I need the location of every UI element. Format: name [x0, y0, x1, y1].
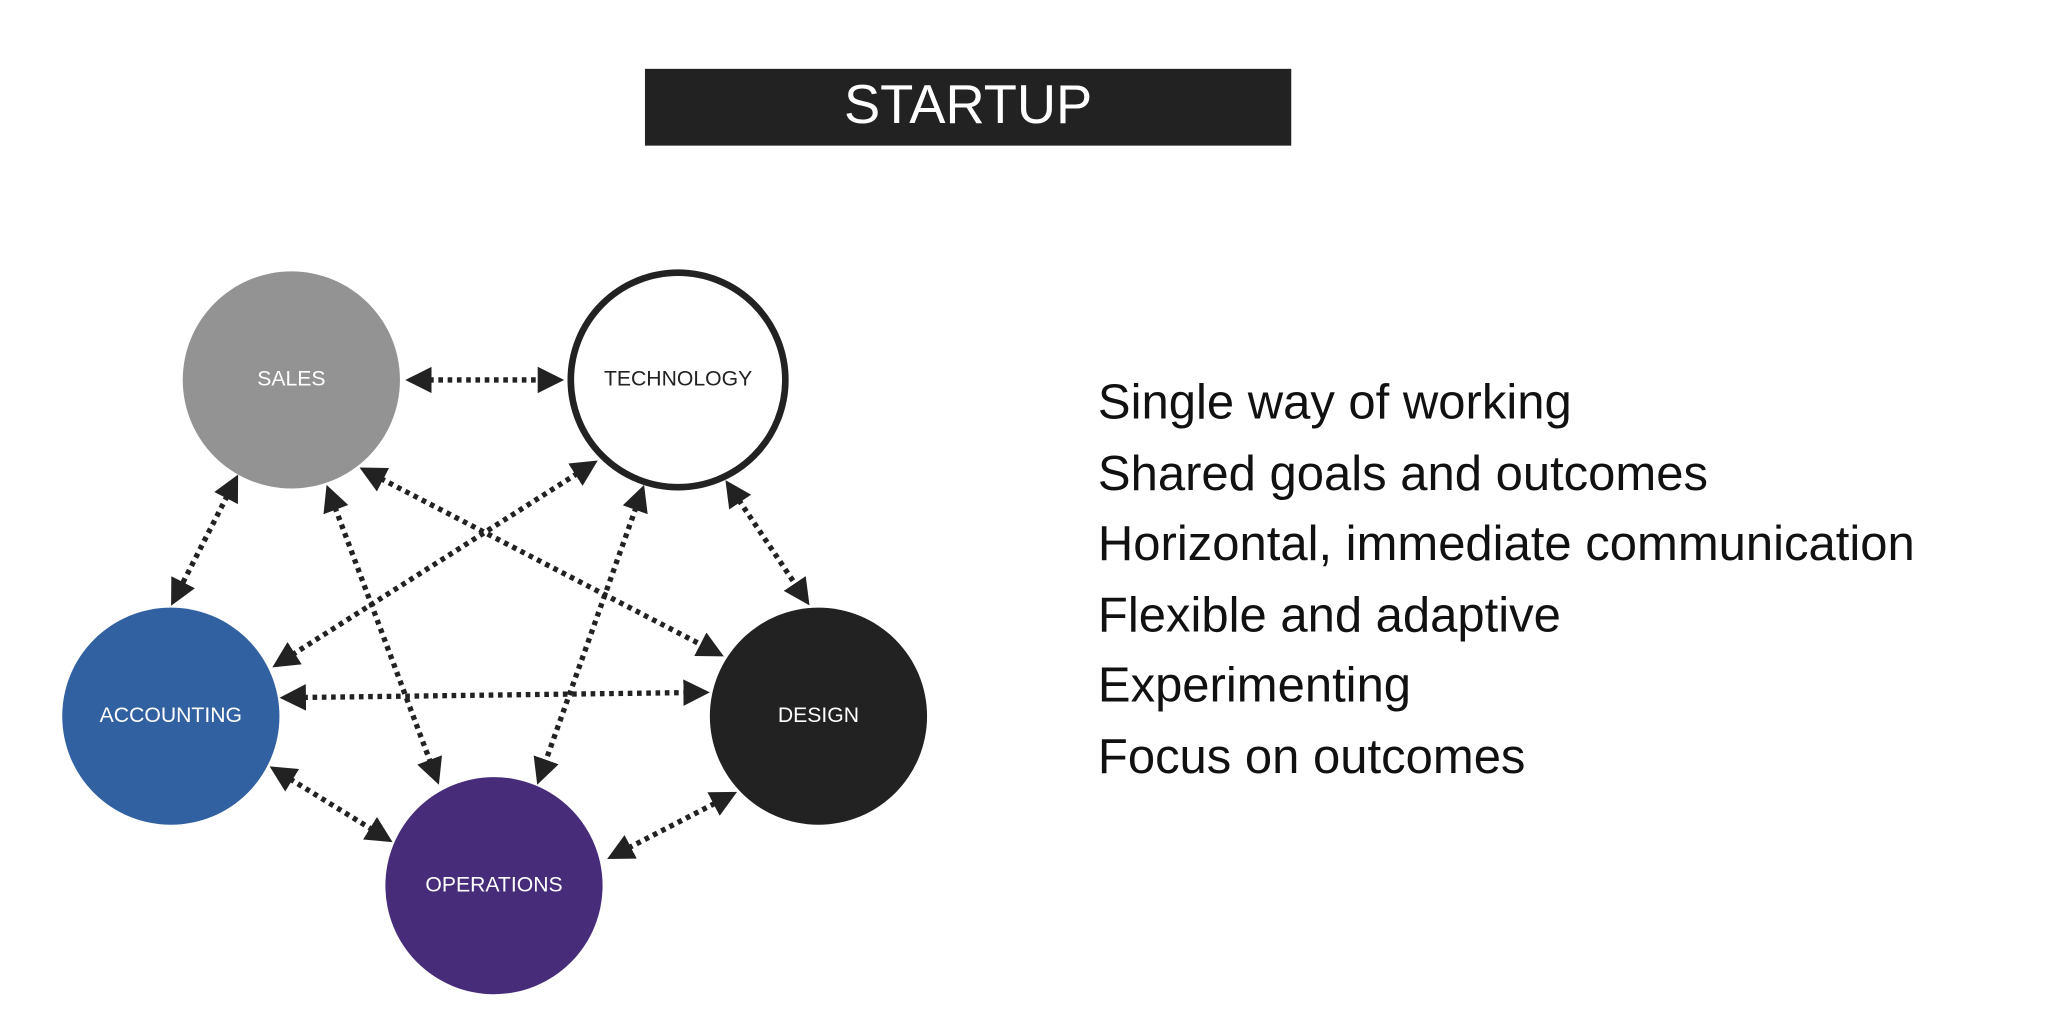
edge-technology-operations [533, 484, 648, 785]
node-label-design: DESIGN [778, 704, 859, 727]
node-sales: SALES [182, 271, 400, 489]
trait-item: Horizontal, immediate communication [1098, 517, 1915, 571]
node-accounting: ACCOUNTING [62, 607, 280, 825]
node-technology: TECHNOLOGY [567, 269, 789, 491]
edges [171, 366, 810, 859]
title-background [644, 68, 1292, 146]
node-label-accounting: ACCOUNTING [100, 704, 242, 727]
trait-item: Flexible and adaptive [1098, 588, 1561, 642]
edge-technology-design [725, 480, 810, 606]
edge-accounting-operations [269, 766, 393, 843]
trait-item: Shared goals and outcomes [1098, 447, 1708, 501]
edge-sales-operations [323, 484, 443, 785]
traits-list: Single way of working Shared goals and o… [1098, 375, 1915, 784]
trait-item: Single way of working [1098, 375, 1572, 429]
edge-sales-accounting [171, 474, 239, 606]
title-text: STARTUP [844, 74, 1092, 135]
trait-item: Focus on outcomes [1098, 730, 1526, 784]
edge-sales-design [359, 467, 724, 657]
node-label-technology: TECHNOLOGY [604, 368, 752, 391]
edge-operations-design [607, 791, 738, 859]
node-operations: OPERATIONS [385, 777, 603, 995]
node-label-sales: SALES [257, 368, 325, 391]
title-banner: STARTUP [644, 68, 1292, 146]
edge-accounting-design [279, 679, 710, 711]
node-label-operations: OPERATIONS [425, 873, 562, 896]
edge-technology-accounting [272, 460, 598, 668]
node-design: DESIGN [709, 607, 928, 825]
trait-item: Experimenting [1098, 659, 1411, 713]
